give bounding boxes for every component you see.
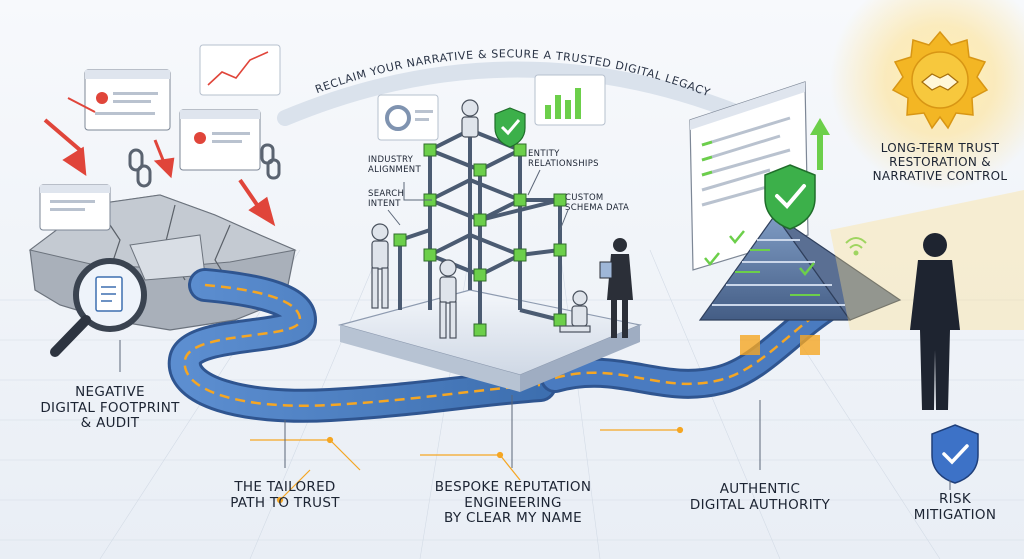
engineering-platform: [337, 289, 643, 392]
chart-window: [199, 44, 281, 96]
red-arrows: [43, 97, 276, 227]
shield-check-icon-small: [494, 107, 526, 148]
browser-window-2: [179, 109, 261, 171]
magnifier-document-icon: [50, 258, 147, 357]
wifi-signal-icon: [845, 237, 867, 256]
shield-check-icon: [764, 164, 816, 230]
robot-figure-icon: [371, 99, 591, 339]
callout-industry-alignment: INDUSTRY ALIGNMENT: [368, 155, 421, 175]
label-long-term-trust: LONG-TERM TRUST RESTORATION & NARRATIVE …: [872, 141, 1008, 183]
browser-window-1: [84, 69, 171, 131]
leader-lines: [119, 169, 951, 490]
browser-window-3: [39, 184, 111, 231]
person-silhouette-icon: [910, 233, 960, 410]
label-authentic-authority: AUTHENTIC DIGITAL AUTHORITY: [689, 481, 831, 513]
orange-circuit-lines: [250, 426, 684, 504]
label-bespoke-engineering: BESPOKE REPUTATION ENGINEERING BY CLEAR …: [434, 479, 592, 527]
headline-arc: RECLAIM YOUR NARRATIVE & SECURE A TRUSTE…: [277, 47, 763, 128]
callout-custom-schema: CUSTOM SCHEMA DATA: [565, 193, 630, 213]
person-tablet: [599, 238, 633, 338]
label-risk-mitigation: RISK MITIGATION: [913, 491, 997, 523]
green-checks: [704, 230, 815, 276]
sun-medal: [830, 0, 1024, 190]
authority-pyramid: [698, 213, 902, 355]
handshake-medal-icon: [921, 73, 959, 91]
callout-entity-relationships: ENTITY RELATIONSHIPS: [528, 149, 599, 169]
tailored-path: [167, 268, 557, 423]
broken-link-icon: [128, 143, 281, 188]
floating-widgets: [377, 74, 606, 141]
callout-search-intent: SEARCH INTENT: [368, 189, 405, 209]
path-to-pyramid: [540, 290, 845, 399]
label-negative-footprint: NEGATIVE DIGITAL FOOTPRINT & AUDIT: [40, 384, 180, 432]
label-tailored-path: THE TAILORED PATH TO TRUST: [230, 479, 340, 511]
risk-shield-icon: [931, 424, 979, 484]
